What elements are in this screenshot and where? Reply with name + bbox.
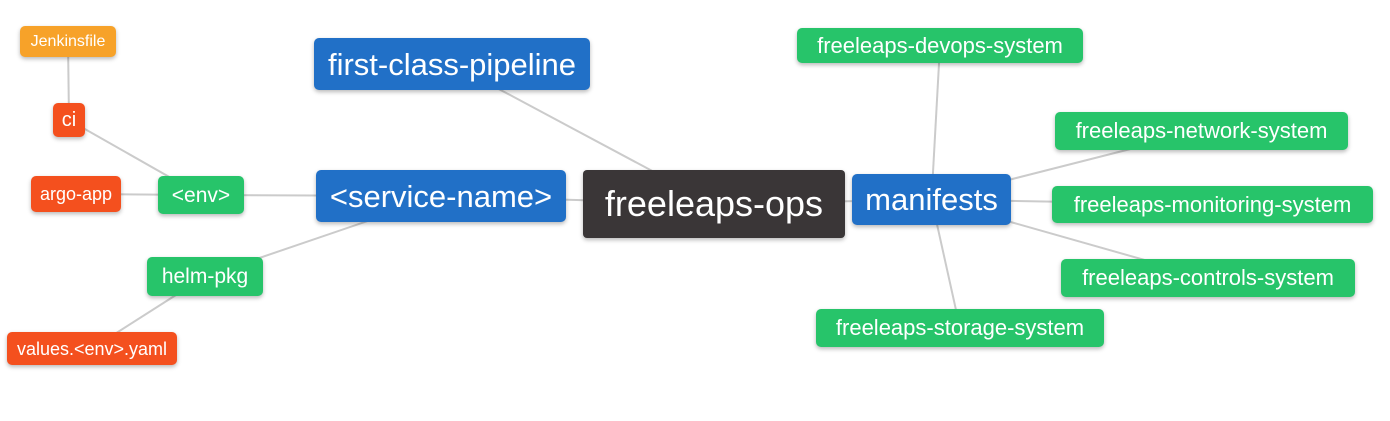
node-jenkinsfile[interactable]: Jenkinsfile xyxy=(20,26,116,57)
node-freeleaps-devops-system[interactable]: freeleaps-devops-system xyxy=(797,28,1083,63)
node-manifests[interactable]: manifests xyxy=(852,174,1011,225)
node-service-name[interactable]: <service-name> xyxy=(316,170,566,222)
node-argo-app[interactable]: argo-app xyxy=(31,176,121,212)
node-freeleaps-storage-system[interactable]: freeleaps-storage-system xyxy=(816,309,1104,347)
edge-manifests-freeleaps_devops_system xyxy=(930,45,941,200)
node-helm-pkg[interactable]: helm-pkg xyxy=(147,257,263,296)
node-values-env-yaml[interactable]: values.<env>.yaml xyxy=(7,332,177,365)
node-first-class-pipeline[interactable]: first-class-pipeline xyxy=(314,38,590,90)
node-env[interactable]: <env> xyxy=(158,176,244,214)
node-ci[interactable]: ci xyxy=(53,103,85,137)
node-freeleaps-ops[interactable]: freeleaps-ops xyxy=(583,170,845,238)
node-freeleaps-monitoring-system[interactable]: freeleaps-monitoring-system xyxy=(1052,186,1373,223)
node-freeleaps-network-system[interactable]: freeleaps-network-system xyxy=(1055,112,1348,150)
node-freeleaps-controls-system[interactable]: freeleaps-controls-system xyxy=(1061,259,1355,297)
